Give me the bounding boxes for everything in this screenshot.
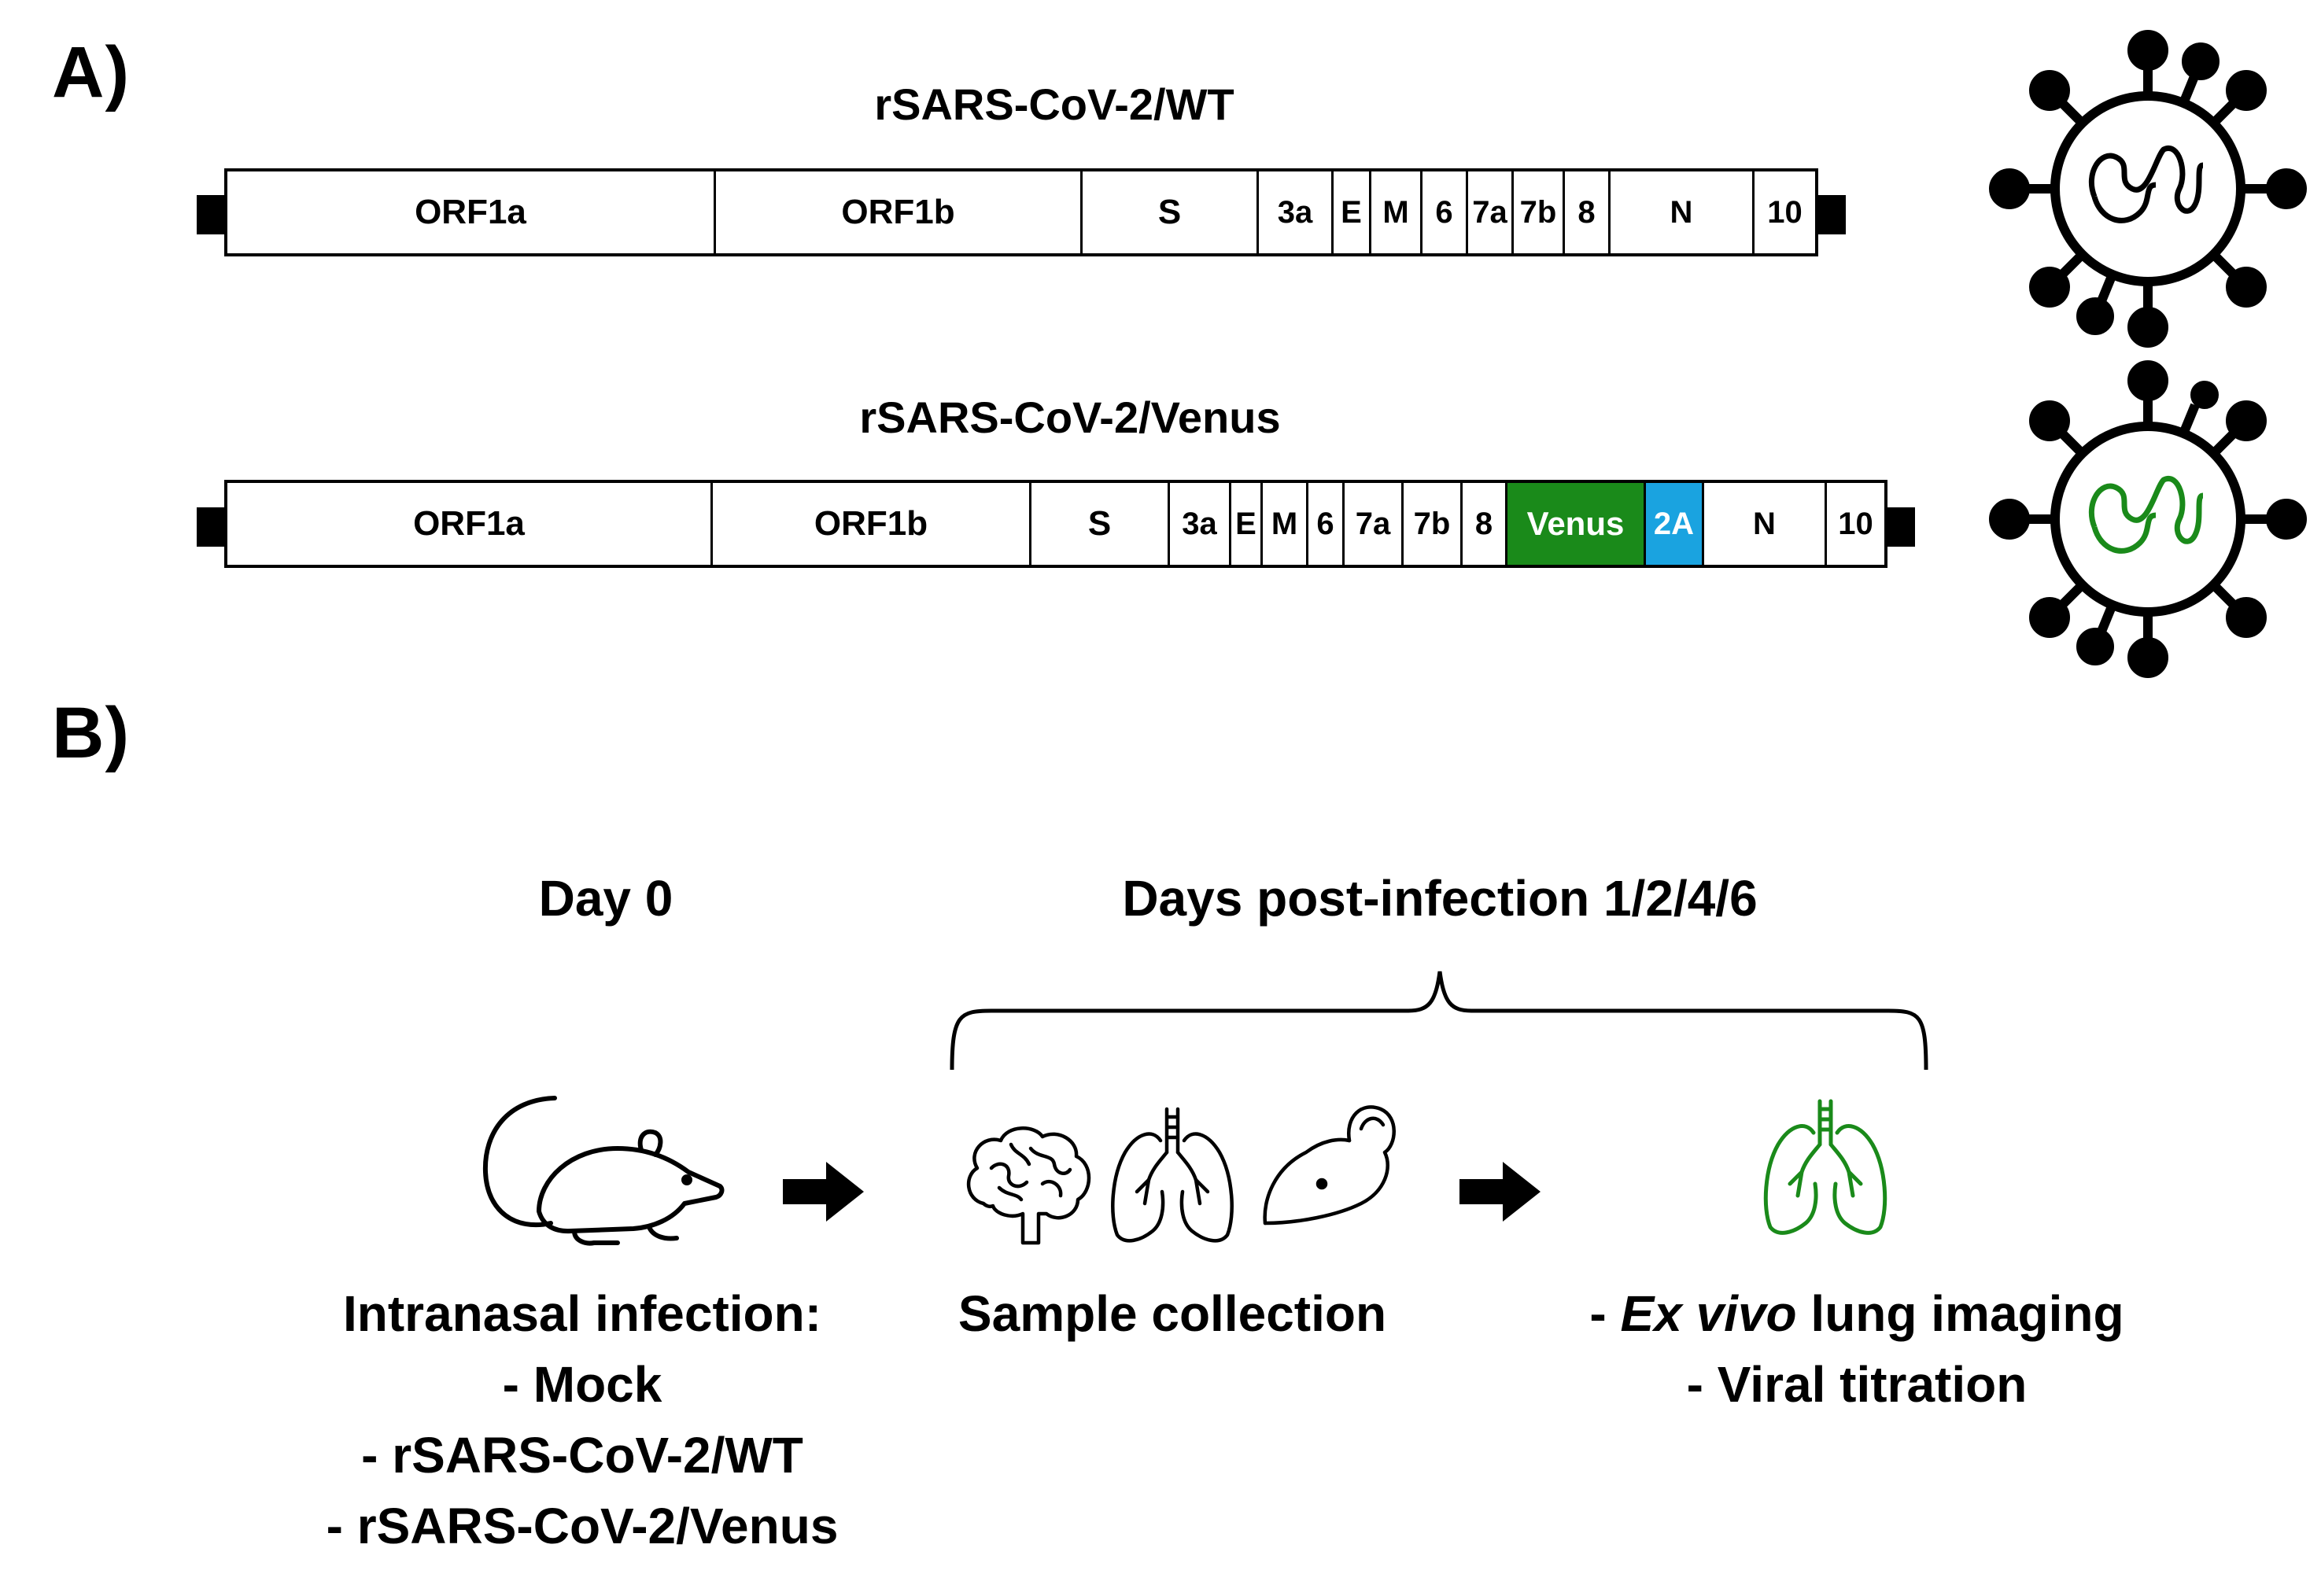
brain-icon: [966, 1126, 1091, 1245]
venus-virus-icon: [1989, 360, 2307, 678]
step1-item-mock: - Mock: [502, 1356, 662, 1413]
wt-5prime-cap: [197, 195, 225, 234]
step1-item-venus: - rSARS-CoV-2/Venus: [326, 1498, 839, 1554]
venus-gene-8: 8: [1463, 483, 1507, 565]
panel-a-label: A): [52, 32, 131, 112]
venus-gene-n: N: [1704, 483, 1827, 565]
wt-gene-7a: 7a: [1468, 171, 1514, 253]
wt-gene-orf1a: ORF1a: [227, 171, 716, 253]
step3-line1-prefix: -: [1589, 1285, 1621, 1342]
venus-gene-orf1b: ORF1b: [713, 483, 1031, 565]
wt-3prime-cap: [1817, 195, 1846, 234]
timeline-bracket: [950, 971, 1928, 1071]
wt-genome-title: rSARS-CoV-2/WT: [874, 79, 1234, 129]
step3-caption: - Ex vivo lung imaging - Viral titration: [1479, 1278, 2234, 1420]
step3-line1: - Ex vivo lung imaging: [1479, 1278, 2234, 1349]
days-post-infection-label: Days post-infection 1/2/4/6: [1122, 870, 1758, 927]
wt-gene-6: 6: [1422, 171, 1468, 253]
venus-gene-e: E: [1231, 483, 1263, 565]
step3-line1-italic: Ex vivo: [1620, 1285, 1797, 1342]
venus-3prime-cap: [1887, 507, 1915, 547]
step1-item-wt: - rSARS-CoV-2/WT: [361, 1427, 803, 1484]
venus-gene-7a: 7a: [1345, 483, 1404, 565]
venus-gene-venus: Venus: [1507, 483, 1646, 565]
mouse-icon: [482, 1096, 725, 1246]
wt-gene-n: N: [1611, 171, 1755, 253]
arrow-icon: [1459, 1162, 1541, 1222]
wt-gene-e: E: [1334, 171, 1371, 253]
step1-caption: Intranasal infection: - Mock - rSARS-CoV…: [260, 1278, 905, 1561]
wt-virus-icon: [1989, 30, 2307, 348]
wt-gene-orf1b: ORF1b: [716, 171, 1083, 253]
step1-title: Intranasal infection:: [342, 1285, 822, 1342]
venus-genome-bar: ORF1a ORF1b S 3a E M 6 7a 7b 8 Venus 2A …: [224, 480, 1887, 568]
step3-line1-suffix: lung imaging: [1796, 1285, 2124, 1342]
venus-gene-3a: 3a: [1170, 483, 1231, 565]
step2-title: Sample collection: [958, 1285, 1387, 1342]
venus-gene-m: M: [1263, 483, 1308, 565]
green-lungs-icon: [1763, 1099, 1887, 1235]
venus-5prime-cap: [197, 507, 225, 547]
venus-gene-6: 6: [1308, 483, 1345, 565]
wt-gene-8: 8: [1565, 171, 1611, 253]
venus-gene-10: 10: [1838, 506, 1873, 541]
venus-gene-7b: 7b: [1404, 483, 1463, 565]
venus-gene-orf1a: ORF1a: [227, 483, 713, 565]
wt-gene-7b: 7b: [1514, 171, 1565, 253]
step2-caption: Sample collection: [905, 1278, 1440, 1349]
step3-line2: - Viral titration: [1686, 1356, 2028, 1413]
wt-gene-m: M: [1371, 171, 1422, 253]
mouse-head-icon: [1263, 1105, 1396, 1226]
wt-genome-bar: ORF1a ORF1b S 3a E M 6 7a 7b 8 N 10: [224, 168, 1818, 256]
venus-genome-title: rSARS-CoV-2/Venus: [859, 393, 1281, 442]
panel-b-label: B): [52, 693, 131, 773]
wt-gene-10: 10: [1767, 194, 1803, 230]
lungs-icon: [1111, 1107, 1234, 1243]
day-0-label: Day 0: [538, 870, 673, 927]
arrow-icon: [783, 1162, 864, 1222]
wt-gene-s: S: [1083, 171, 1259, 253]
wt-gene-3a: 3a: [1259, 171, 1334, 253]
venus-gene-2a: 2A: [1646, 483, 1704, 565]
venus-gene-s: S: [1031, 483, 1170, 565]
